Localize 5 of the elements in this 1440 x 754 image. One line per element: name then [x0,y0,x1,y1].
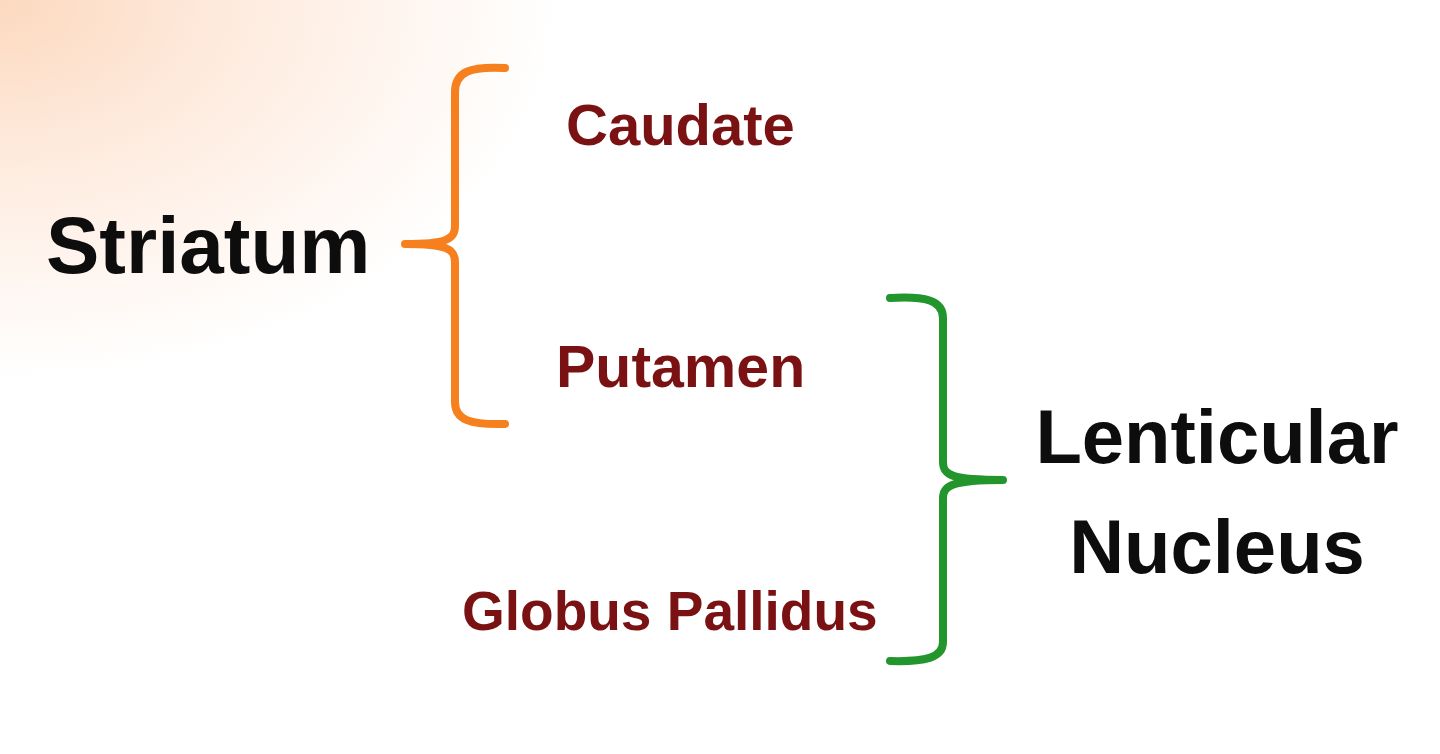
part-label: Putamen [556,338,806,397]
part-label: Globus Pallidus [462,584,878,639]
part-label: Caudate [566,96,795,154]
group-label: Lenticular Nucleus [1034,393,1400,591]
group-label: Striatum [46,206,371,286]
